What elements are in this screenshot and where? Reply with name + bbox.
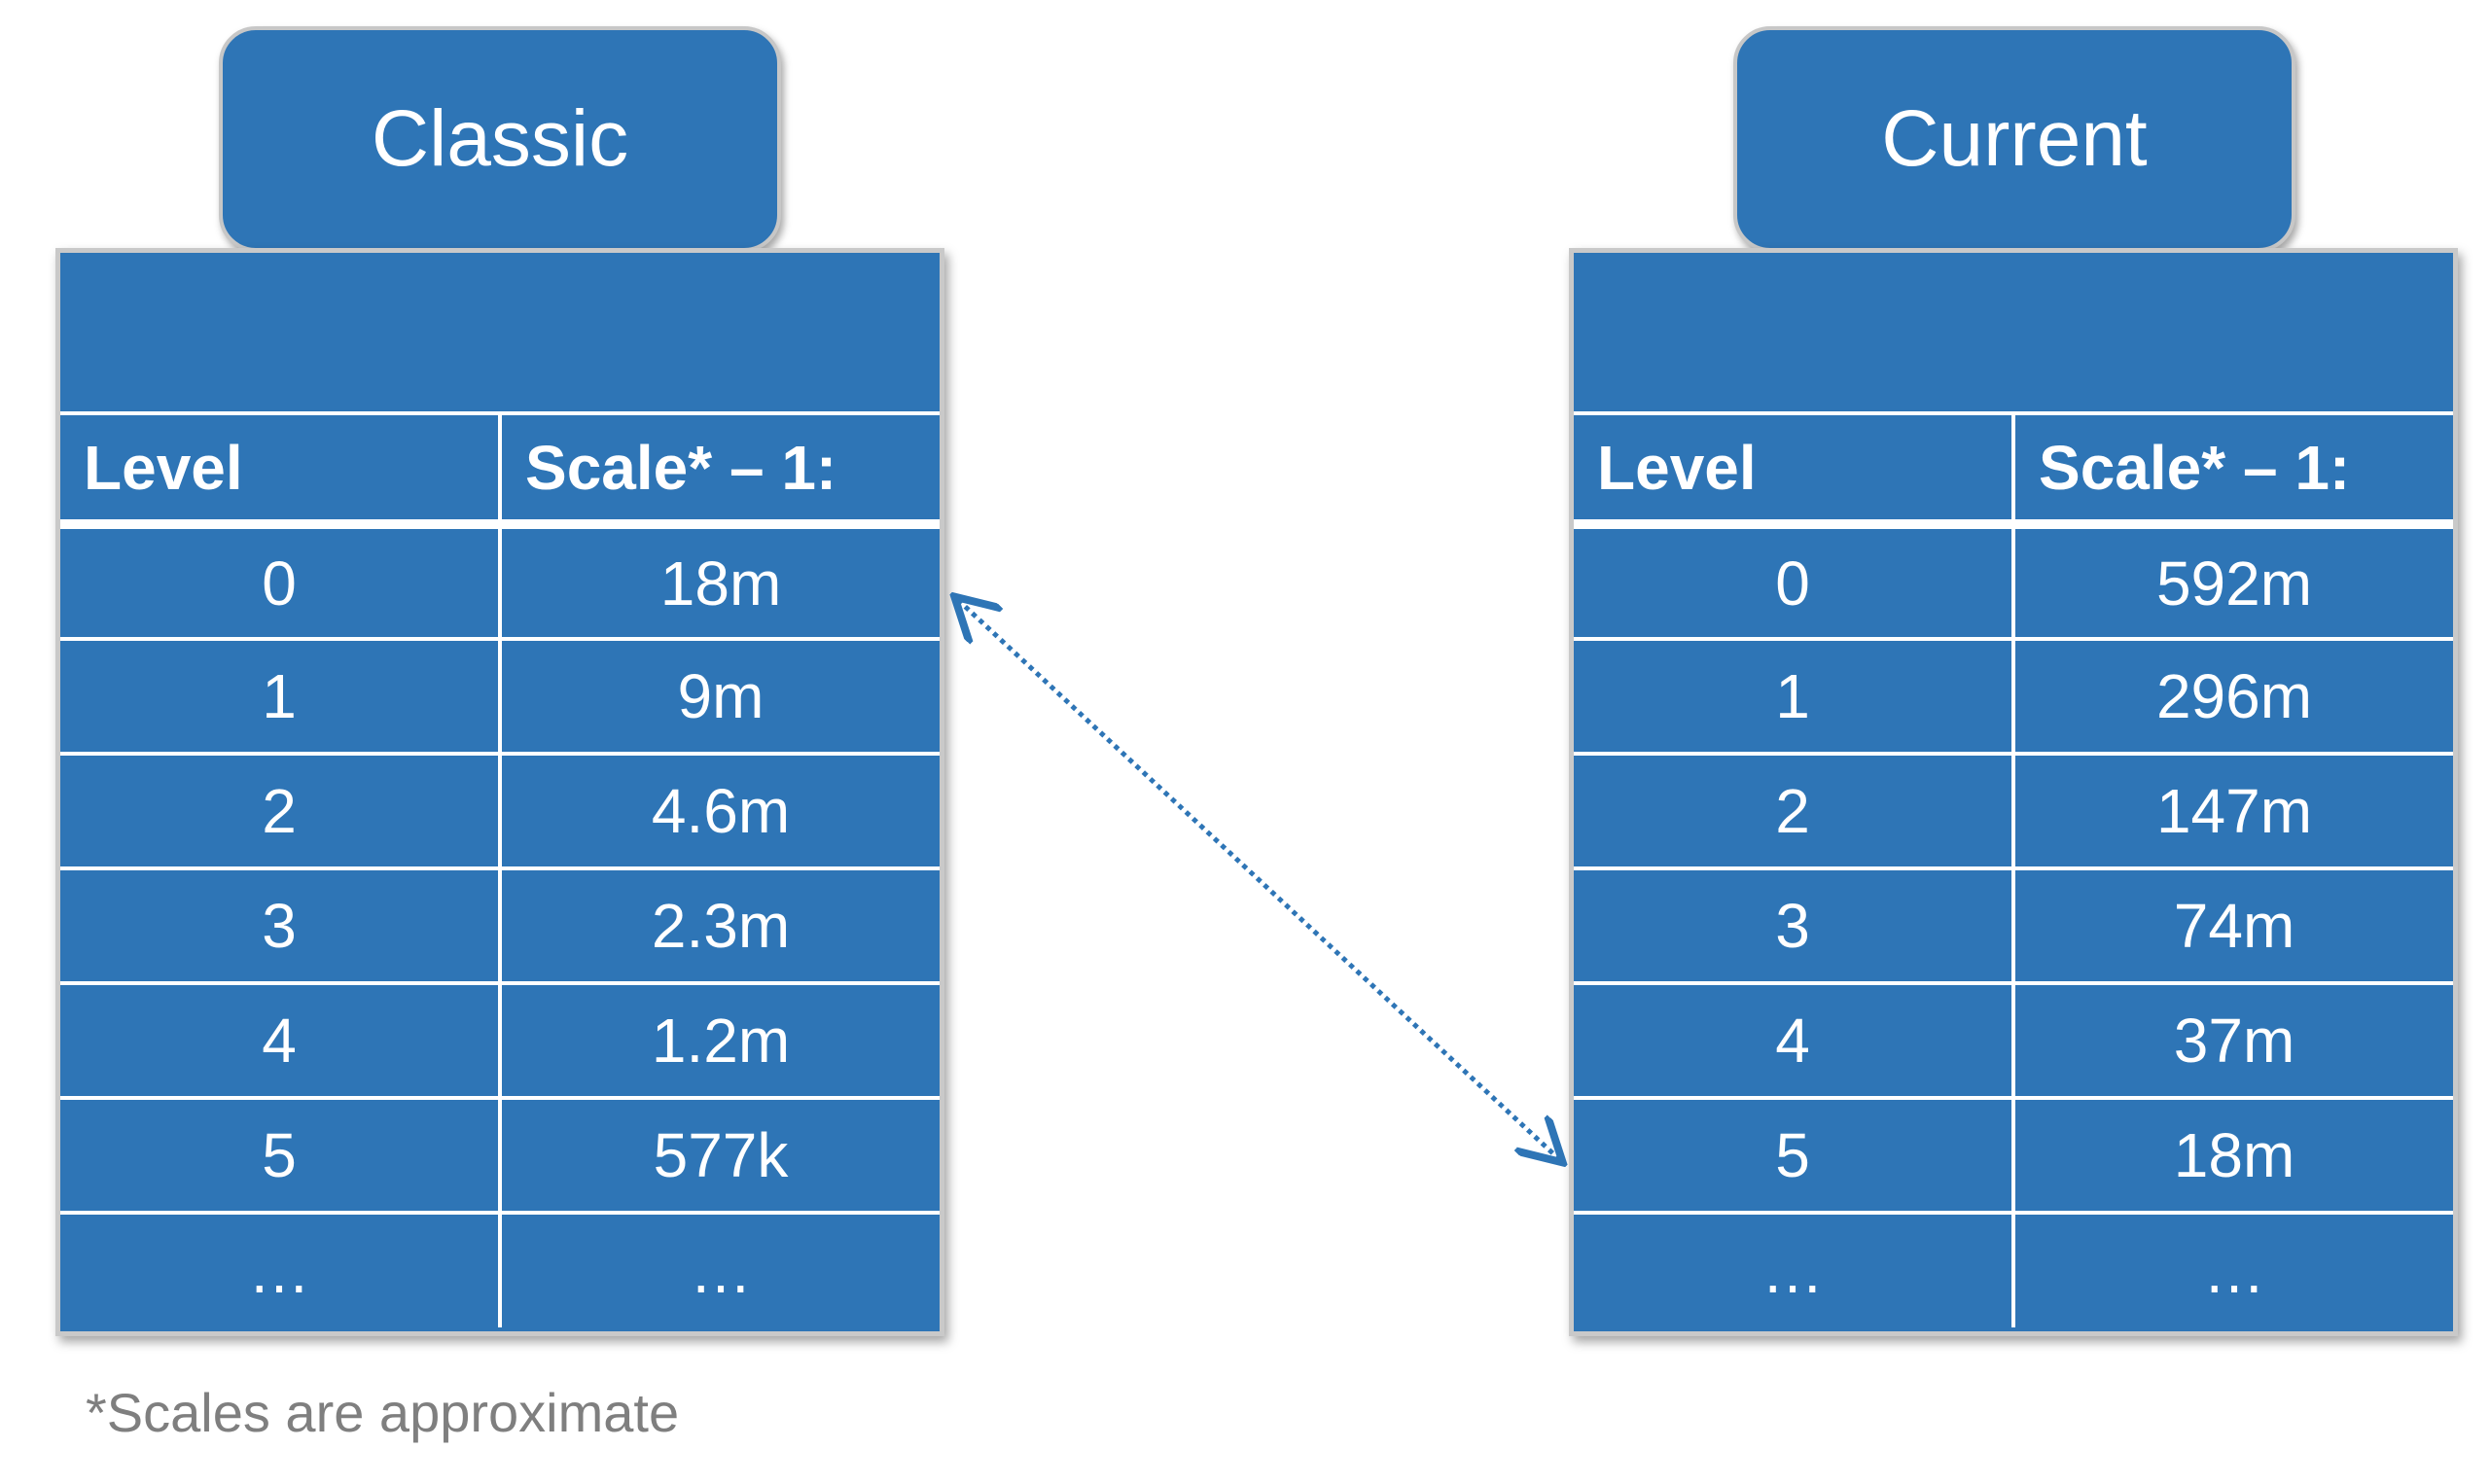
- current-table-header-band: [1574, 253, 2453, 415]
- current-level-cell: 2: [1574, 752, 2015, 870]
- current-scale-cell: 74m: [2011, 866, 2453, 985]
- current-level-cell: 1: [1574, 637, 2015, 756]
- classic-level-cell: 0: [60, 522, 502, 641]
- dotted-connector-line: [958, 600, 1559, 1159]
- table-row: 5 18m: [1574, 1096, 2453, 1215]
- classic-level-cell: 2: [60, 752, 502, 870]
- classic-title: Classic: [371, 94, 629, 183]
- classic-scale-cell: 9m: [498, 637, 940, 756]
- table-row: 4 1.2m: [60, 981, 940, 1100]
- classic-level-cell: 5: [60, 1096, 502, 1215]
- current-level-cell: 3: [1574, 866, 2015, 985]
- table-row: 1 296m: [1574, 637, 2453, 756]
- current-title: Current: [1881, 94, 2148, 183]
- classic-header-level: Level: [60, 415, 502, 529]
- table-row: … …: [60, 1211, 940, 1327]
- classic-table-header-band: [60, 253, 940, 415]
- table-row: 4 37m: [1574, 981, 2453, 1100]
- current-level-cell: 4: [1574, 981, 2015, 1100]
- current-header-scale: Scale* – 1:: [2011, 415, 2453, 529]
- current-table: Level Scale* – 1: 0 592m 1 296m 2 147m 3…: [1569, 248, 2458, 1336]
- current-title-box: Current: [1733, 26, 2295, 252]
- classic-scale-cell: 4.6m: [498, 752, 940, 870]
- classic-scale-cell: …: [498, 1211, 940, 1327]
- classic-scale-table: Level Scale* – 1: 0 18m 1 9m 2 4.6m 3 2.…: [60, 415, 940, 1327]
- classic-scale-cell: 1.2m: [498, 981, 940, 1100]
- table-row: 0 592m: [1574, 522, 2453, 641]
- table-row: 2 4.6m: [60, 752, 940, 870]
- table-row: 1 9m: [60, 637, 940, 756]
- table-row: 0 18m: [60, 522, 940, 641]
- current-level-cell: 5: [1574, 1096, 2015, 1215]
- current-header-row: Level Scale* – 1:: [1574, 415, 2453, 529]
- classic-level-cell: 1: [60, 637, 502, 756]
- classic-level-cell: …: [60, 1211, 502, 1327]
- classic-header-scale: Scale* – 1:: [498, 415, 940, 529]
- current-scale-table: Level Scale* – 1: 0 592m 1 296m 2 147m 3…: [1574, 415, 2453, 1327]
- table-row: 2 147m: [1574, 752, 2453, 870]
- current-scale-cell: 18m: [2011, 1096, 2453, 1215]
- current-scale-cell: 592m: [2011, 522, 2453, 641]
- current-scale-cell: …: [2011, 1211, 2453, 1327]
- table-row: 3 74m: [1574, 866, 2453, 985]
- current-scale-cell: 296m: [2011, 637, 2453, 756]
- classic-level-cell: 4: [60, 981, 502, 1100]
- classic-scale-cell: 18m: [498, 522, 940, 641]
- classic-table: Level Scale* – 1: 0 18m 1 9m 2 4.6m 3 2.…: [55, 248, 944, 1336]
- classic-scale-cell: 577k: [498, 1096, 940, 1215]
- classic-header-row: Level Scale* – 1:: [60, 415, 940, 529]
- footnote: *Scales are approximate: [86, 1382, 680, 1443]
- table-row: … …: [1574, 1211, 2453, 1327]
- current-level-cell: …: [1574, 1211, 2015, 1327]
- table-row: 3 2.3m: [60, 866, 940, 985]
- current-level-cell: 0: [1574, 522, 2015, 641]
- classic-level-cell: 3: [60, 866, 502, 985]
- classic-title-box: Classic: [219, 26, 781, 252]
- table-row: 5 577k: [60, 1096, 940, 1215]
- current-header-level: Level: [1574, 415, 2015, 529]
- current-scale-cell: 37m: [2011, 981, 2453, 1100]
- current-scale-cell: 147m: [2011, 752, 2453, 870]
- classic-scale-cell: 2.3m: [498, 866, 940, 985]
